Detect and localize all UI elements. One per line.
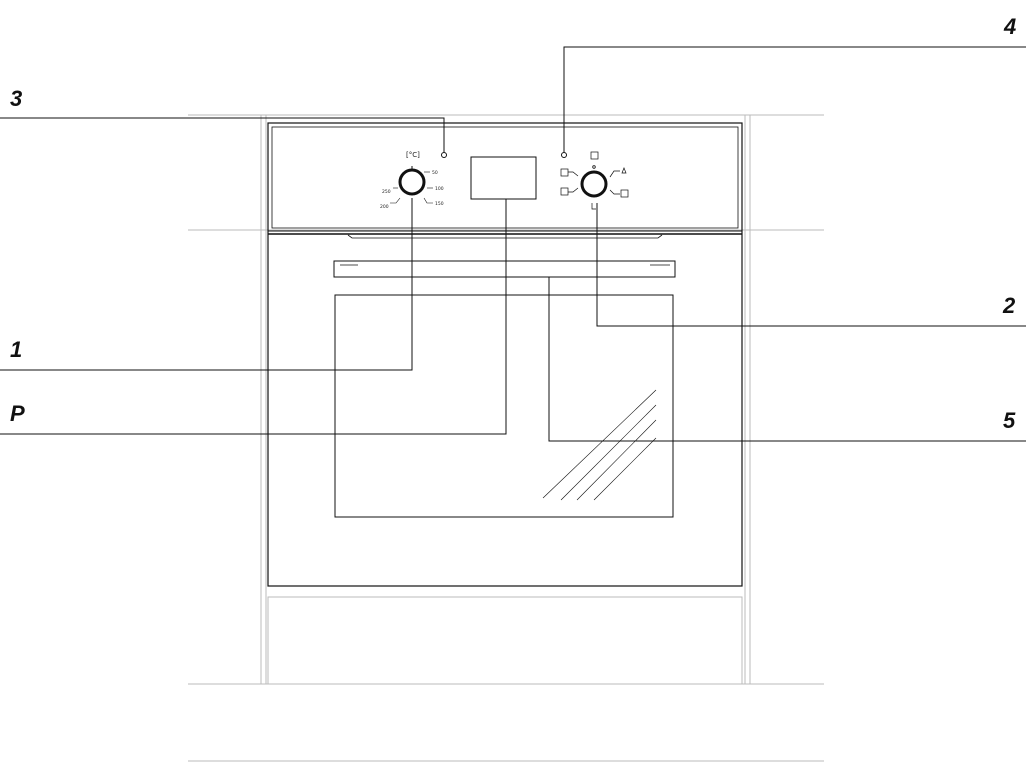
temperature-knob[interactable] [398,166,426,196]
light-icon-lead [609,189,620,195]
off-icon [591,203,596,210]
oven-top-element-icon [590,151,599,160]
light-icon [620,189,629,198]
callout-1: 1 [10,337,22,362]
grill-icon [560,168,569,177]
temperature-scale-ticks [390,171,433,204]
power-indicator-icon [561,152,567,158]
grill-icon-lead [568,171,579,177]
temperature-unit-label: [°C] [406,151,420,159]
bottom-element-icon [560,187,569,196]
temperature-mark-100: 100 [435,186,444,192]
temperature-mark-150: 150 [435,201,444,207]
leader-4 [563,46,1026,152]
function-knob[interactable] [580,165,608,198]
fan-icon [621,167,627,174]
bottom-element-icon-lead [568,187,579,193]
door-window [334,294,674,518]
vent-slot [347,234,663,239]
temperature-mark-50: 50 [432,170,438,176]
temperature-mark-250: 250 [382,189,391,195]
leader-2 [596,203,1026,327]
oven [267,122,743,587]
oven-frame [267,122,743,587]
leader-5 [548,277,1026,442]
leader-1 [0,198,413,371]
callout-5: 5 [1003,408,1016,433]
function-knob-ring[interactable] [580,170,608,198]
callout-4: 4 [1003,14,1016,39]
door-handle[interactable] [333,260,676,278]
heater-indicator-icon [441,152,447,158]
temperature-mark-200: 200 [380,204,389,210]
display-window [470,156,537,200]
drawer-panel [267,596,743,685]
leader-P [0,199,507,435]
temperature-knob-ring[interactable] [398,168,426,196]
callout-2: 2 [1002,293,1016,318]
leader-3 [0,117,445,152]
cabinet-outline [188,114,824,762]
function-icons [560,151,629,210]
leader-lines [0,46,1026,442]
glass-reflection [542,389,657,501]
callout-P: P [10,401,25,426]
callout-3: 3 [10,86,22,111]
function-knob-marker [592,165,596,169]
control-panel [271,126,739,229]
fan-icon-lead [609,170,620,178]
